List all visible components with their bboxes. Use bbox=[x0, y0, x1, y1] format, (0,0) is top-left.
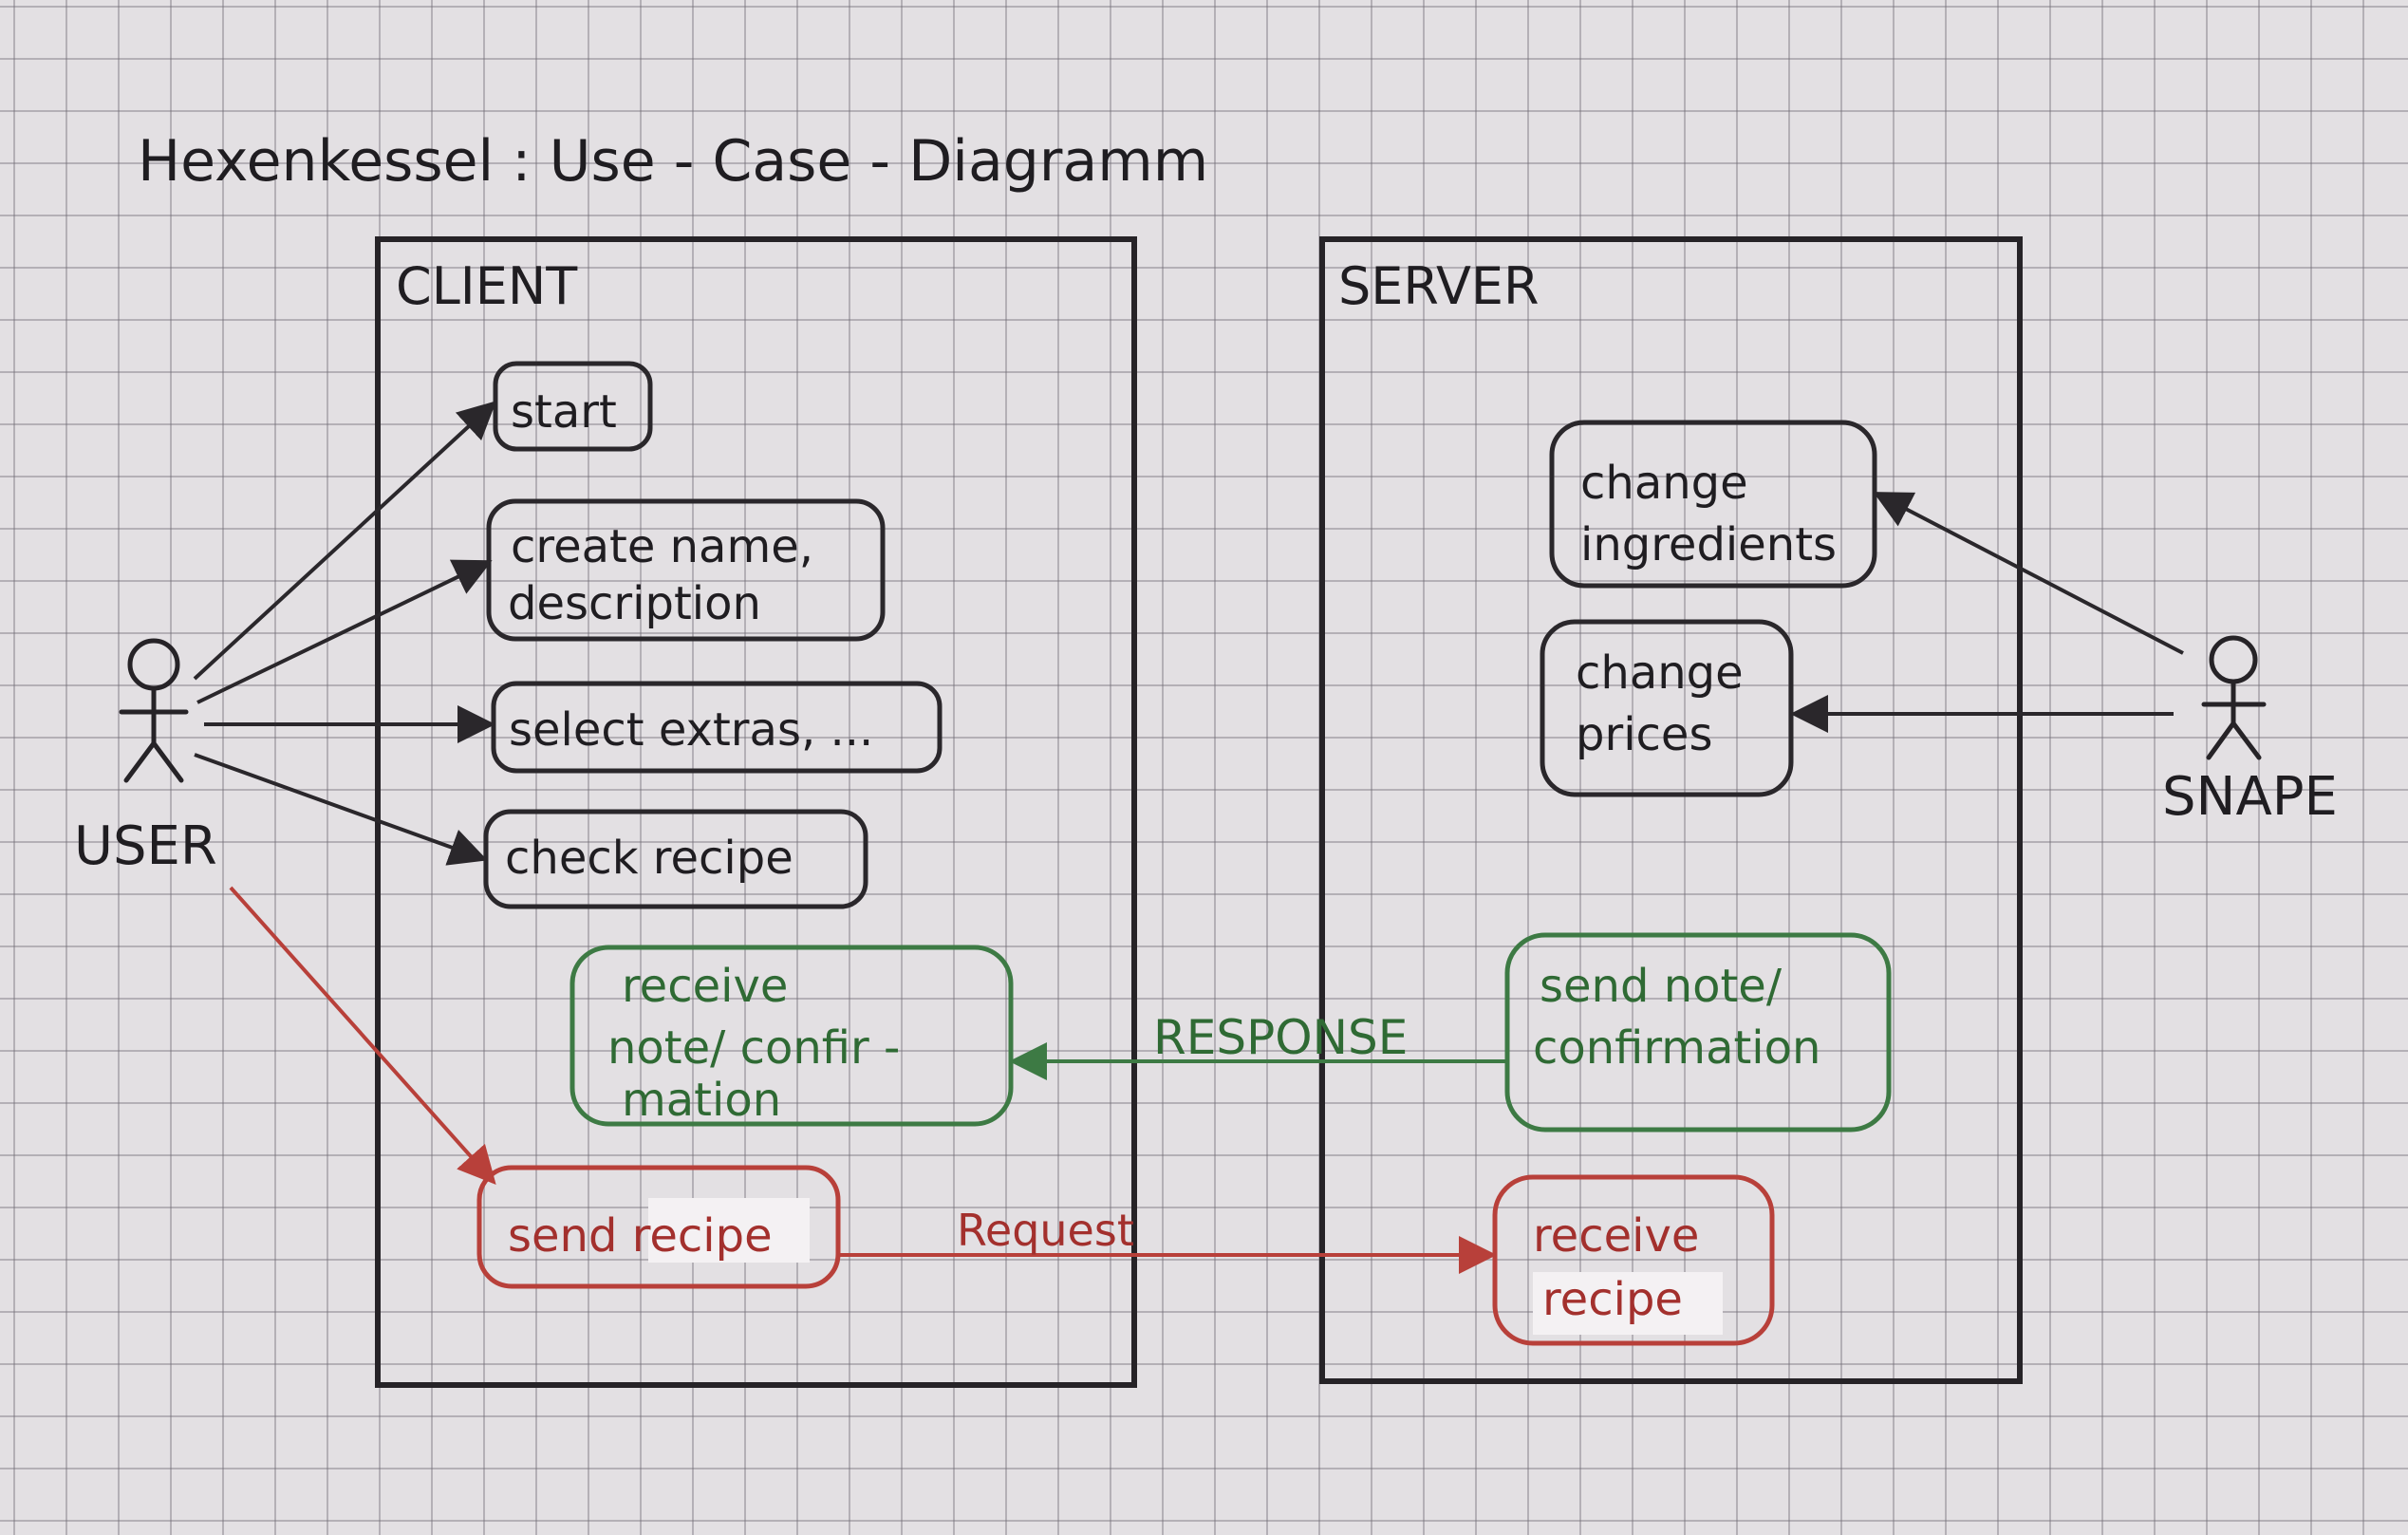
use-case-text: receive bbox=[622, 960, 788, 1013]
edge-user-send-recipe bbox=[229, 886, 496, 1185]
use-case-receive-note: receive note/ confir - mation bbox=[569, 945, 1014, 1127]
edge-snape-change-ingredients bbox=[1873, 492, 2184, 655]
use-case-text: select extras, ... bbox=[509, 703, 873, 757]
use-case-text: description bbox=[508, 577, 761, 630]
server-label: SERVER bbox=[1338, 256, 1540, 316]
use-case-change-prices: change prices bbox=[1540, 619, 1794, 797]
server-boundary bbox=[1319, 236, 2023, 1384]
snape-label: SNAPE bbox=[2162, 766, 2338, 828]
use-case-box bbox=[569, 945, 1014, 1127]
use-case-receive-recipe: receive recipe bbox=[1492, 1174, 1775, 1346]
use-case-text: ingredients bbox=[1580, 518, 1837, 571]
use-case-start: start bbox=[493, 361, 653, 452]
use-case-box bbox=[1504, 932, 1892, 1133]
use-case-text: note/ confir - bbox=[607, 1021, 900, 1075]
client-system: CLIENT bbox=[375, 236, 1137, 1388]
use-case-send-recipe: send recipe bbox=[476, 1165, 841, 1289]
use-case-change-ingredients: change ingredients bbox=[1549, 420, 1877, 589]
use-case-text: send note/ bbox=[1540, 960, 1783, 1013]
use-case-text: start bbox=[511, 385, 617, 439]
request-label: Request bbox=[957, 1205, 1134, 1256]
client-boundary bbox=[375, 236, 1137, 1388]
correction-patch bbox=[648, 1198, 810, 1263]
use-case-text: prices bbox=[1576, 708, 1712, 761]
correction-patch bbox=[1533, 1272, 1723, 1335]
client-label: CLIENT bbox=[396, 256, 578, 316]
use-case-box bbox=[476, 1165, 841, 1289]
use-case-text: mation bbox=[622, 1074, 781, 1127]
use-case-text: change bbox=[1576, 646, 1744, 700]
user-stick-figure-icon bbox=[119, 638, 189, 783]
use-case-text: create name, bbox=[511, 520, 813, 573]
actor-snape: SNAPE bbox=[2162, 635, 2338, 828]
use-case-text: check recipe bbox=[505, 832, 793, 885]
diagram-title: Hexenkessel : Use - Case - Diagramm bbox=[138, 128, 1208, 195]
use-case-send-note: send note/ confirmation bbox=[1504, 932, 1892, 1133]
use-case-text: receive bbox=[1533, 1209, 1699, 1263]
user-label: USER bbox=[74, 815, 217, 877]
use-case-text: recipe bbox=[1542, 1273, 1683, 1326]
use-case-text: confirmation bbox=[1533, 1021, 1820, 1075]
use-case-create-name: create name, description bbox=[486, 498, 886, 642]
response-label: RESPONSE bbox=[1153, 1010, 1408, 1065]
use-case-text: change bbox=[1580, 457, 1748, 510]
use-case-text: send recipe bbox=[508, 1209, 773, 1263]
edge-user-create-name bbox=[196, 559, 493, 704]
snape-stick-figure-icon bbox=[2201, 635, 2267, 760]
edge-user-start bbox=[193, 401, 496, 681]
use-case-select-extras: select extras, ... bbox=[491, 681, 943, 774]
server-system: SERVER bbox=[1319, 236, 2023, 1384]
use-case-check-recipe: check recipe bbox=[483, 809, 868, 909]
actor-user: USER bbox=[74, 638, 217, 877]
edge-user-check-recipe bbox=[194, 753, 488, 866]
